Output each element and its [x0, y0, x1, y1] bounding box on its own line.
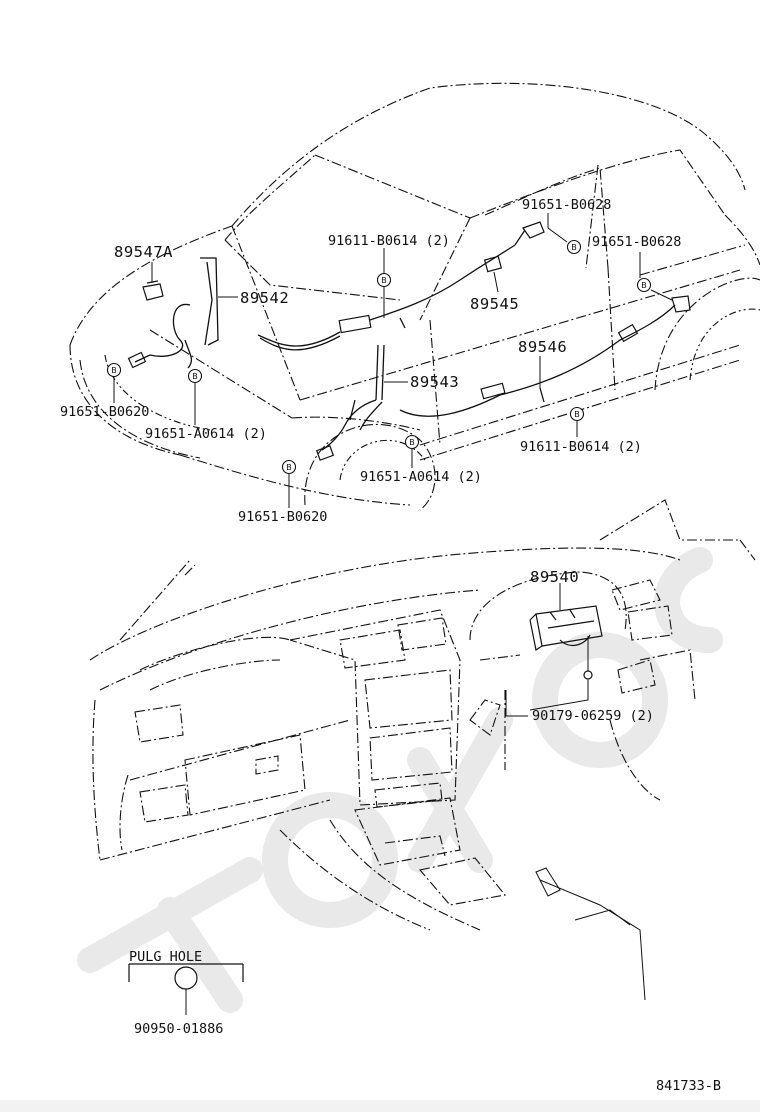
inset-part-label: 90950-01886: [134, 1021, 223, 1037]
dashboard-leaders: [505, 583, 589, 717]
fastener-label: 91611-B0614 (2): [520, 439, 642, 455]
part-label-89542: 89542: [240, 289, 289, 307]
watermark: [77, 547, 723, 1013]
fastener-label: 91651-B0628: [592, 234, 681, 250]
footer-band: [0, 1100, 760, 1112]
bolt-marker: B: [566, 239, 582, 255]
wire-harness: [127, 221, 691, 461]
svg-text:B: B: [111, 366, 117, 375]
fastener-label: 91651-B0620: [238, 509, 327, 525]
bolt-marker: B: [376, 272, 392, 288]
fastener-label: 90179-06259 (2): [532, 708, 654, 724]
fastener-label: 91651-B0620: [60, 404, 149, 420]
part-label-89543: 89543: [410, 373, 459, 391]
bolt-marker: B: [187, 368, 203, 384]
part-label-89547A: 89547A: [114, 243, 173, 261]
part-label-89546: 89546: [518, 338, 567, 356]
ecu-module: [529, 605, 603, 680]
svg-text:B: B: [641, 281, 647, 290]
bolt-marker: B: [281, 459, 297, 475]
upper-labels: 89547A 89542 91611-B0614 (2) 91651-B0628…: [60, 197, 681, 525]
bolt-markers: B B B B B B B B: [106, 239, 652, 475]
fastener-label: 91651-B0628: [522, 197, 611, 213]
svg-text:B: B: [409, 438, 415, 447]
svg-text:B: B: [381, 276, 387, 285]
bolt-marker: B: [106, 362, 122, 378]
bolt-marker: B: [636, 277, 652, 293]
fastener-label: 91651-A0614 (2): [360, 469, 482, 485]
bolt-marker: B: [569, 406, 585, 422]
plug-hole-inset: PULG HOLE 90950-01886: [128, 949, 244, 1037]
bolt-marker: B: [404, 434, 420, 450]
svg-text:B: B: [192, 372, 198, 381]
fastener-label: 91611-B0614 (2): [328, 233, 450, 249]
svg-text:B: B: [571, 243, 577, 252]
reference-code: 841733-B: [656, 1078, 721, 1094]
svg-text:B: B: [286, 463, 292, 472]
part-label-89540: 89540: [530, 568, 579, 586]
svg-text:B: B: [574, 410, 580, 419]
dashboard-outline: [89, 499, 756, 1001]
part-label-89545: 89545: [470, 295, 519, 313]
dashboard-labels: 89540 90179-06259 (2): [530, 568, 654, 724]
leader-lines: [113, 213, 673, 508]
inset-title: PULG HOLE: [129, 949, 202, 965]
fastener-label: 91651-A0614 (2): [145, 426, 267, 442]
